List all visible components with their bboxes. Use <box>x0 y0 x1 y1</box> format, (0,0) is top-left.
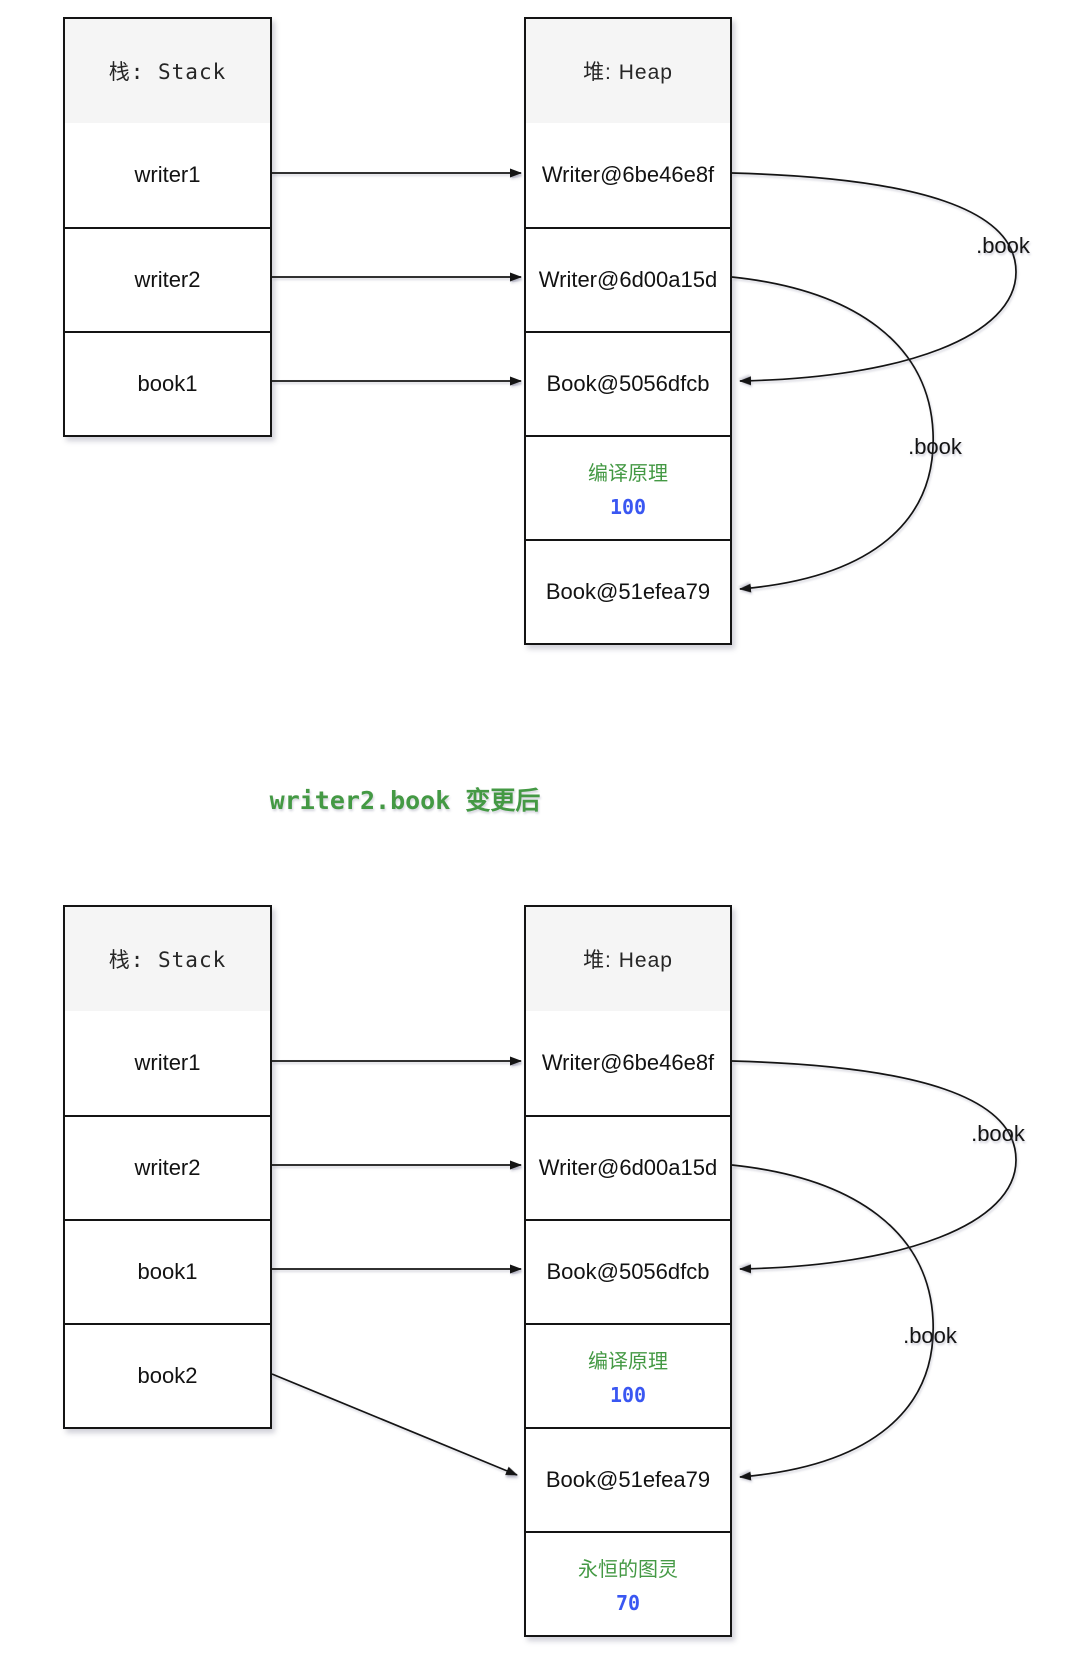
heap-header-label: 堆: Heap <box>583 949 673 972</box>
heap-cell-book-5056dfcb-b: Book@5056dfcb <box>526 1219 730 1323</box>
stack-box-bottom: 栈: Stack writer1 writer2 book1 book2 <box>63 905 272 1429</box>
arrow-writer1-book-curve-bottom <box>731 1060 1017 1274</box>
stack-cell-writer1-b: writer1 <box>65 1011 270 1115</box>
arrow-writer1-book-curve-top <box>731 172 1017 386</box>
stack-cell-book1-b: book1 <box>65 1219 270 1323</box>
heap-cell-book-51efea79-b: Book@51efea79 <box>526 1427 730 1531</box>
stack-cell-label: writer2 <box>134 267 201 292</box>
heap-header-top: 堆: Heap <box>526 19 730 123</box>
heap-cell-writer-6d00a15d: Writer@6d00a15d <box>526 227 730 331</box>
stack-cell-label: writer2 <box>134 1155 201 1180</box>
heap-cell-label: Writer@6d00a15d <box>538 1155 718 1180</box>
stack-box-top: 栈: Stack writer1 writer2 book1 <box>63 17 272 437</box>
stack-cell-label: book1 <box>137 1259 198 1284</box>
stack-cell-label: writer1 <box>134 162 201 187</box>
heap-cell-book-5056dfcb: Book@5056dfcb <box>526 331 730 435</box>
heap-cell-label: Book@5056dfcb <box>546 1259 710 1284</box>
heap-cell-writer-6d00a15d-b: Writer@6d00a15d <box>526 1115 730 1219</box>
heap-cell-label: Writer@6d00a15d <box>538 267 718 292</box>
heap-cell-writer-6be46e8f-b: Writer@6be46e8f <box>526 1011 730 1115</box>
heap-cell-label: Writer@6be46e8f <box>541 162 715 187</box>
stack-cell-label: book1 <box>137 371 198 396</box>
book-price-text: 100 <box>609 1383 647 1408</box>
heap-cell-book-51efea79: Book@51efea79 <box>526 539 730 643</box>
book-price-text: 100 <box>609 495 647 520</box>
stack-cell-book2-b: book2 <box>65 1323 270 1427</box>
book-price-text: 70 <box>615 1591 641 1616</box>
stack-header-label: 栈: Stack <box>108 60 227 84</box>
arrow-book2-to-heap-bottom <box>271 1373 518 1476</box>
heap-cell-book2-value-b: 永恒的图灵 70 <box>526 1531 730 1635</box>
heap-cell-label: Book@5056dfcb <box>546 371 710 396</box>
stack-cell-writer2: writer2 <box>65 227 270 331</box>
stack-header-label: 栈: Stack <box>108 948 227 972</box>
heap-cell-writer-6be46e8f: Writer@6be46e8f <box>526 123 730 227</box>
stack-cell-book1: book1 <box>65 331 270 435</box>
stack-header-top: 栈: Stack <box>65 19 270 123</box>
heap-cell-book-value: 编译原理 100 <box>526 435 730 539</box>
heap-cell-label: Writer@6be46e8f <box>541 1050 715 1075</box>
heap-box-bottom: 堆: Heap Writer@6be46e8f Writer@6d00a15d … <box>524 905 732 1637</box>
stack-header-bottom: 栈: Stack <box>65 907 270 1011</box>
heap-cell-label: Book@51efea79 <box>545 1467 711 1492</box>
stack-cell-label: book2 <box>137 1363 198 1388</box>
stack-cell-writer1: writer1 <box>65 123 270 227</box>
section-title: writer2.book 变更后 <box>269 786 541 815</box>
arrow-writer2-book-curve-bottom <box>731 1164 934 1481</box>
heap-header-label: 堆: Heap <box>583 61 673 84</box>
heap-cell-label: Book@51efea79 <box>545 579 711 604</box>
pointer-label-writer2-book-top: .book <box>908 434 962 459</box>
heap-cell-book1-value-b: 编译原理 100 <box>526 1323 730 1427</box>
pointer-label-writer1-book-bottom: .book <box>971 1121 1025 1146</box>
arrow-writer2-book-curve-top <box>731 276 934 593</box>
pointer-label-writer2-book-bottom: .book <box>903 1323 957 1348</box>
pointer-label-writer1-book-top: .book <box>976 233 1030 258</box>
stack-cell-writer2-b: writer2 <box>65 1115 270 1219</box>
book-title-text: 编译原理 <box>588 1350 668 1373</box>
heap-header-bottom: 堆: Heap <box>526 907 730 1011</box>
book-title-text: 永恒的图灵 <box>578 1558 678 1581</box>
heap-box-top: 堆: Heap Writer@6be46e8f Writer@6d00a15d … <box>524 17 732 645</box>
book-title-text: 编译原理 <box>588 462 668 485</box>
stack-cell-label: writer1 <box>134 1050 201 1075</box>
